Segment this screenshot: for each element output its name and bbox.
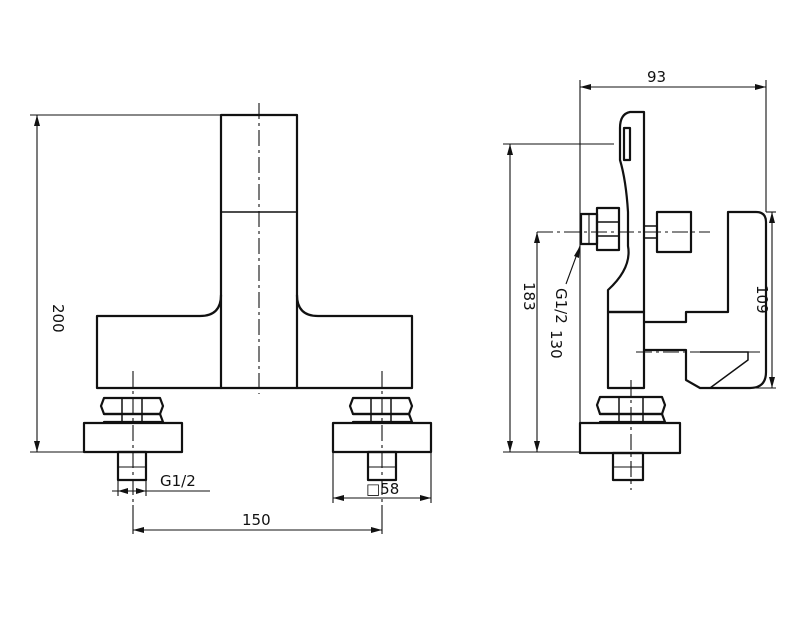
rear-knob — [655, 210, 693, 254]
dimension-200: 200 — [30, 114, 221, 453]
arrow-head — [507, 441, 513, 452]
side-flange — [578, 421, 682, 455]
arrow-head — [755, 84, 766, 90]
arrow-head — [333, 495, 344, 501]
dimension-109: 109 — [750, 211, 776, 389]
right-nut-top — [348, 396, 414, 416]
inlet-height-130-label: 130 — [547, 330, 565, 359]
dimension-square-58: □58 — [332, 452, 432, 503]
wall-plate-top — [622, 126, 632, 162]
spacing-150-label: 150 — [242, 511, 271, 529]
arrow-head — [118, 488, 128, 494]
dimension-g12-side: G1/2 — [552, 245, 581, 324]
body-left — [95, 293, 223, 390]
side-nut-bottom — [598, 412, 667, 424]
side-view: 93 183 130 G1/2 — [503, 68, 776, 490]
arrow-head — [136, 488, 146, 494]
front-view: 200 G1/2 □58 150 — [30, 103, 433, 534]
arrow-head — [534, 441, 540, 452]
left-nut-top — [99, 396, 165, 416]
dimension-130: 130 — [534, 232, 565, 452]
left-thread-stub — [116, 450, 148, 482]
arrow-head — [534, 232, 540, 243]
overall-height-183-label: 183 — [520, 282, 538, 311]
arrow-head — [769, 212, 775, 223]
arrow-head — [371, 527, 382, 533]
side-thread-label: G1/2 — [552, 288, 570, 324]
dimension-g12-front: G1/2 — [112, 472, 210, 496]
dimension-183: 183 — [503, 143, 614, 453]
lower-body — [606, 310, 646, 390]
square-58-label: □58 — [366, 480, 399, 498]
arrow-head — [580, 84, 591, 90]
inlet-nut — [595, 206, 621, 252]
right-thread-stub — [366, 450, 398, 482]
arrow-head — [769, 377, 775, 388]
arrow-head — [34, 441, 40, 452]
arrow-head — [507, 144, 513, 155]
body-right — [295, 293, 414, 390]
outlet-height-109-label: 109 — [753, 285, 771, 314]
arrow-head — [34, 115, 40, 126]
spout-outlet — [700, 351, 749, 389]
arrow-head — [133, 527, 144, 533]
arrow-head — [420, 495, 431, 501]
height-200-label: 200 — [49, 304, 67, 333]
dimension-93: 93 — [579, 68, 767, 423]
front-thread-label: G1/2 — [160, 472, 196, 490]
dimension-150: 150 — [132, 505, 383, 534]
spout-arm — [642, 210, 768, 390]
side-body-profile — [606, 110, 646, 314]
arrow-head — [574, 246, 580, 258]
depth-93-label: 93 — [647, 68, 666, 86]
